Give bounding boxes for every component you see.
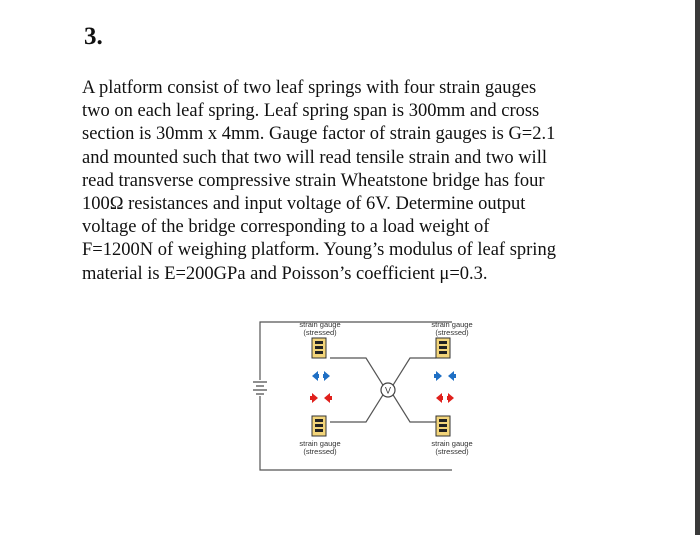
voltmeter-icon xyxy=(380,382,396,398)
strain-gauge-bottom-right xyxy=(435,415,451,437)
gauge-label-top-left: strain gauge xyxy=(299,320,340,329)
question-line: F=1200N of weighing platform. Young’s mo… xyxy=(82,240,556,261)
tension-arrows-left xyxy=(310,393,332,403)
question-line: read transverse compressive strain Wheat… xyxy=(82,170,545,191)
gauge-sublabel-bottom-left: (stressed) xyxy=(303,447,337,456)
gauge-label-top-right: strain gauge xyxy=(431,320,472,329)
question-number: 3. xyxy=(84,23,103,50)
question-line: A platform consist of two leaf springs w… xyxy=(82,78,537,98)
page-edge-border xyxy=(695,0,700,535)
question-line: section is 30mm x 4mm. Gauge factor of s… xyxy=(82,124,556,145)
strain-gauge-top-right xyxy=(435,337,451,359)
strain-gauge-bottom-left xyxy=(311,415,327,437)
gauge-sublabel-bottom-right: (stressed) xyxy=(435,447,469,456)
question-line: 100Ω resistances and input voltage of 6V… xyxy=(82,194,526,215)
voltmeter-label: V xyxy=(385,386,391,396)
question-text: A platform consist of two leaf springs w… xyxy=(82,77,642,286)
circuit-wires xyxy=(259,321,452,471)
wire-diamond-right xyxy=(389,357,436,423)
gauge-label-bottom-right: strain gauge xyxy=(431,439,472,448)
compression-arrows-right xyxy=(434,371,456,381)
bridge-diagram: V strain gauge (stressed) strain gauge (… xyxy=(253,320,473,471)
strain-gauge-top-left xyxy=(311,337,327,359)
compression-arrows-left xyxy=(312,371,330,381)
wire-top-left xyxy=(259,321,320,380)
question-line: material is E=200GPa and Poisson’s coeff… xyxy=(82,263,488,284)
gauge-sublabel-top-right: (stressed) xyxy=(435,328,469,337)
tension-arrows-right xyxy=(436,393,454,403)
wire-bottom-left xyxy=(259,396,320,471)
question-line: voltage of the bridge corresponding to a… xyxy=(82,217,490,238)
wire-diamond-left xyxy=(330,357,387,423)
gauge-sublabel-top-left: (stressed) xyxy=(303,328,337,337)
question-line: two on each leaf spring. Leaf spring spa… xyxy=(82,101,540,122)
question-line: and mounted such that two will read tens… xyxy=(82,147,547,168)
battery-icon xyxy=(253,381,267,395)
gauge-label-bottom-left: strain gauge xyxy=(299,439,340,448)
wheatstone-bridge-figure: V strain gauge (stressed) strain gauge (… xyxy=(240,310,500,480)
